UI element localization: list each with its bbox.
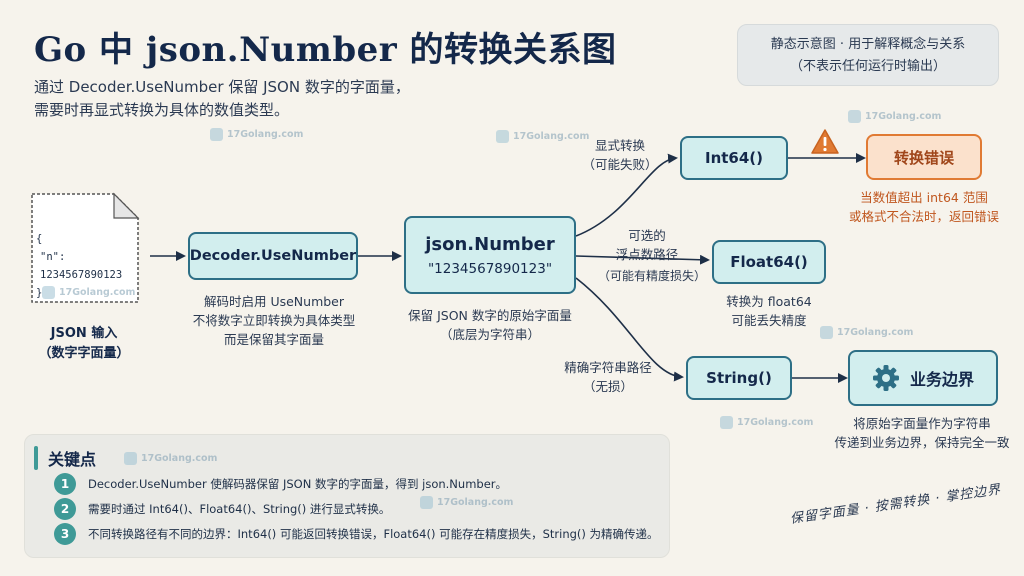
key-point-number: 2	[54, 498, 76, 520]
key-point-number: 1	[54, 473, 76, 495]
watermark: 17Golang.com	[210, 128, 303, 141]
arrow-number-to-int64	[575, 153, 678, 237]
watermark-logo-icon	[720, 416, 733, 429]
caption-line: 或格式不合法时，返回错误	[848, 209, 999, 224]
key-point-item: 3 不同转换路径有不同的边界：Int64() 可能返回转换错误，Float64(…	[54, 523, 659, 545]
caption-line: 将原始字面量作为字符串	[853, 416, 991, 431]
int64-node: Int64()	[680, 136, 788, 180]
watermark-logo-icon	[496, 130, 509, 143]
caption-line: （底层为字符串）	[439, 327, 540, 342]
json-input-document: { "n": 1234567890123 }	[28, 190, 142, 306]
json-field: "n": 1234567890123	[40, 251, 123, 281]
float64-caption: 转换为 float64 可能丢失精度	[702, 292, 836, 330]
path-label-line: （可能失败）	[582, 157, 658, 172]
path-label-line: 显式转换	[594, 138, 645, 153]
int-path-label: 显式转换 （可能失败）	[578, 136, 662, 174]
arrow-number-to-float64	[575, 254, 710, 265]
json-number-caption: 保留 JSON 数字的原始字面量 （底层为字符串）	[392, 306, 588, 344]
input-label-line: JSON 输入	[50, 326, 118, 341]
key-points-title: 关键点	[48, 450, 97, 469]
key-point-text: Decoder.UseNumber 使解码器保留 JSON 数字的字面量，得到 …	[88, 477, 508, 491]
business-boundary-label: 业务边界	[909, 370, 974, 389]
key-points-accent-bar	[34, 446, 38, 470]
error-caption: 当数值超出 int64 范围 或格式不合法时，返回错误	[832, 188, 1016, 226]
json-number-value: "1234567890123"	[427, 260, 553, 277]
path-label-line: 浮点数路径	[615, 247, 679, 262]
watermark-logo-icon	[210, 128, 223, 141]
caption-line: 而是保留其字面量	[223, 332, 324, 347]
note-line: 静态示意图 · 用于解释概念与关系	[770, 37, 966, 52]
watermark: 17Golang.com	[820, 326, 913, 339]
key-point-number: 3	[54, 523, 76, 545]
key-point-text: 不同转换路径有不同的边界：Int64() 可能返回转换错误，Float64() …	[88, 527, 659, 541]
caption-line: 转换为 float64	[726, 294, 812, 309]
watermark: 17Golang.com	[848, 110, 941, 123]
float-path-note: （可能有精度损失）	[597, 269, 706, 283]
caption-line: 当数值超出 int64 范围	[860, 190, 988, 205]
json-input-label: JSON 输入 （数字字面量）	[20, 324, 148, 364]
watermark: 17Golang.com	[496, 130, 589, 143]
watermark: 17Golang.com	[42, 286, 135, 299]
watermark-logo-icon	[420, 496, 433, 509]
watermark-logo-icon	[820, 326, 833, 339]
path-label-line: 可选的	[628, 228, 666, 243]
note-line: （不表示任何运行时输出）	[789, 59, 946, 74]
json-code: { "n": 1234567890123 }	[36, 230, 142, 302]
watermark-logo-icon	[848, 110, 861, 123]
input-label-line: （数字字面量）	[38, 346, 130, 361]
watermark-logo-icon	[124, 452, 137, 465]
arrow-number-to-string	[575, 277, 684, 382]
caption-line: 传递到业务边界，保持完全一致	[834, 435, 1010, 450]
watermark: 17Golang.com	[720, 416, 813, 429]
key-point-text: 需要时通过 Int64()、Float64()、String() 进行显式转换。	[88, 502, 391, 516]
conversion-error-node: 转换错误	[866, 134, 982, 180]
watermark: 17Golang.com	[124, 452, 217, 465]
watermark-logo-icon	[42, 286, 55, 299]
json-number-node: json.Number "1234567890123"	[404, 216, 576, 294]
business-boundary-node: 业务边界	[848, 350, 998, 406]
caption-line: 不将数字立即转换为具体类型	[192, 313, 356, 328]
json-open-brace: {	[36, 233, 43, 245]
decoder-caption: 解码时启用 UseNumber 不将数字立即转换为具体类型 而是保留其字面量	[172, 292, 376, 349]
business-caption: 将原始字面量作为字符串 传递到业务边界，保持完全一致	[822, 414, 1022, 452]
path-label-line: 精确字符串路径	[564, 360, 652, 375]
json-number-label: json.Number	[425, 233, 555, 255]
key-point-item: 1 Decoder.UseNumber 使解码器保留 JSON 数字的字面量，得…	[54, 473, 507, 495]
watermark: 17Golang.com	[420, 496, 513, 509]
gear-icon	[872, 365, 899, 391]
key-point-item: 2 需要时通过 Int64()、Float64()、String() 进行显式转…	[54, 498, 390, 520]
caption-line: 可能丢失精度	[731, 313, 807, 328]
decoder-usenumber-node: Decoder.UseNumber	[188, 232, 358, 280]
page-subtitle: 通过 Decoder.UseNumber 保留 JSON 数字的字面量， 需要时…	[34, 76, 494, 122]
page-title: Go 中 json.Number 的转换关系图	[34, 30, 617, 70]
disclaimer-note: 静态示意图 · 用于解释概念与关系 （不表示任何运行时输出）	[737, 24, 999, 86]
float64-node: Float64()	[712, 240, 826, 284]
caption-line: 保留 JSON 数字的原始字面量	[408, 308, 572, 323]
warning-icon	[811, 129, 839, 154]
float-path-label: 可选的 浮点数路径	[592, 226, 702, 264]
document-icon	[31, 192, 140, 303]
subtitle-line: 需要时再显式转换为具体的数值类型。	[34, 101, 290, 119]
string-path-label: 精确字符串路径 （无损）	[548, 358, 668, 396]
json-close-brace: }	[36, 287, 43, 299]
string-node: String()	[686, 356, 792, 400]
path-label-line: （无损）	[582, 379, 633, 394]
subtitle-line: 通过 Decoder.UseNumber 保留 JSON 数字的字面量，	[34, 78, 410, 96]
caption-line: 解码时启用 UseNumber	[203, 294, 345, 309]
